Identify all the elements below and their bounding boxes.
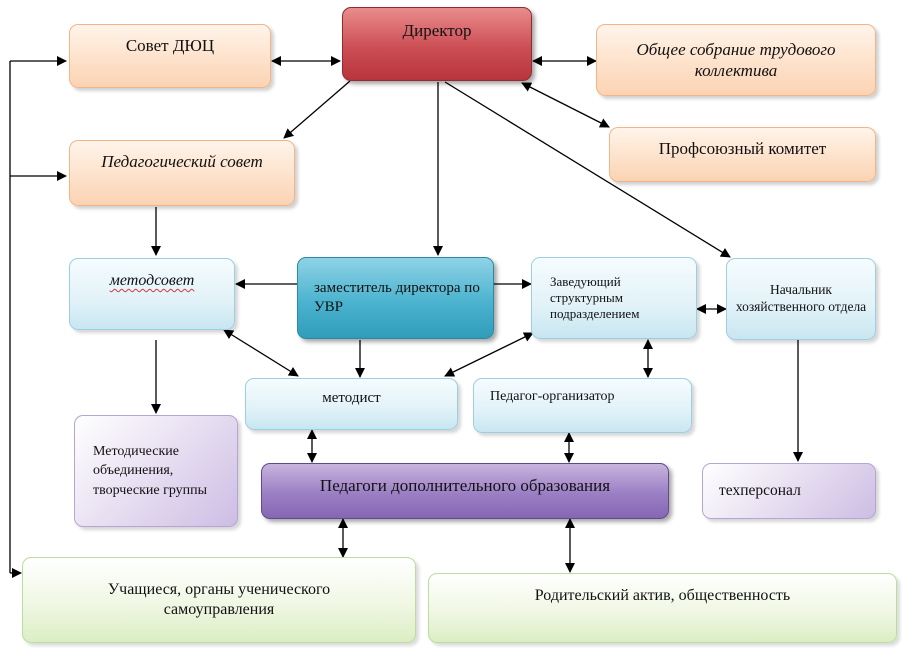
nach-hoz-box: Начальник хозяйственного отдела — [726, 258, 876, 340]
techpersonal-box: техперсонал — [702, 463, 876, 519]
ped-sovet-label: Педагогический совет — [101, 152, 263, 171]
metodist-box: методист — [245, 378, 458, 430]
techpersonal-label: техперсонал — [719, 482, 801, 500]
zam-uvr-box: заместитель директора по УВР — [297, 257, 494, 339]
uchaschiesya-label: Учащиеся, органы ученического самоуправл… — [107, 581, 331, 618]
ped-org-box: Педагог-организатор — [473, 378, 692, 433]
profsoyuz-box: Профсоюзный комитет — [609, 127, 876, 182]
director-box: Директор — [342, 7, 532, 81]
profsoyuz-label: Профсоюзный комитет — [658, 139, 827, 158]
obschee-sobranie-box: Общее собрание трудового коллектива — [596, 24, 876, 96]
rod-aktiv-box: Родительский актив, общественность — [428, 573, 897, 643]
arrow-director-pedsovet — [283, 80, 351, 139]
arrow-director-nachhoz — [444, 81, 731, 258]
sovet-duc-label: Совет ДЮЦ — [125, 36, 215, 55]
ped-org-label: Педагог-организатор — [490, 389, 615, 404]
arrow-director-profsoyuz — [521, 82, 610, 128]
ped-sovet-box: Педагогический совет — [69, 140, 295, 206]
metodsovet-label: методсовет — [109, 272, 195, 289]
nach-hoz-label: Начальник хозяйственного отдела — [735, 282, 867, 314]
metodsovet-box: методсовет — [69, 258, 235, 330]
zam-uvr-label: заместитель директора по УВР — [314, 280, 480, 315]
metodist-label: методист — [322, 390, 381, 406]
pedagogi-do-label: Педагоги дополнительного образования — [319, 476, 611, 495]
pedagogi-do-box: Педагоги дополнительного образования — [261, 463, 669, 519]
arrow-metodist-zav — [444, 332, 534, 377]
zav-struct-box: Заведующий структурным подразделением — [531, 257, 697, 339]
obschee-sobranie-label: Общее собрание трудового коллектива — [636, 39, 836, 80]
metod-obed-box: Методические объединения, творческие гру… — [74, 415, 238, 527]
rod-aktiv-label: Родительский актив, общественность — [534, 587, 791, 604]
sovet-duc-box: Совет ДЮЦ — [69, 24, 271, 88]
metod-obed-label: Методические объединения, творческие гру… — [93, 443, 208, 498]
zav-struct-label: Заведующий структурным подразделением — [550, 273, 640, 322]
director-label: Директор — [402, 21, 472, 40]
uchaschiesya-box: Учащиеся, органы ученического самоуправл… — [22, 557, 416, 643]
arrow-metodsovet-metodist — [223, 329, 299, 377]
